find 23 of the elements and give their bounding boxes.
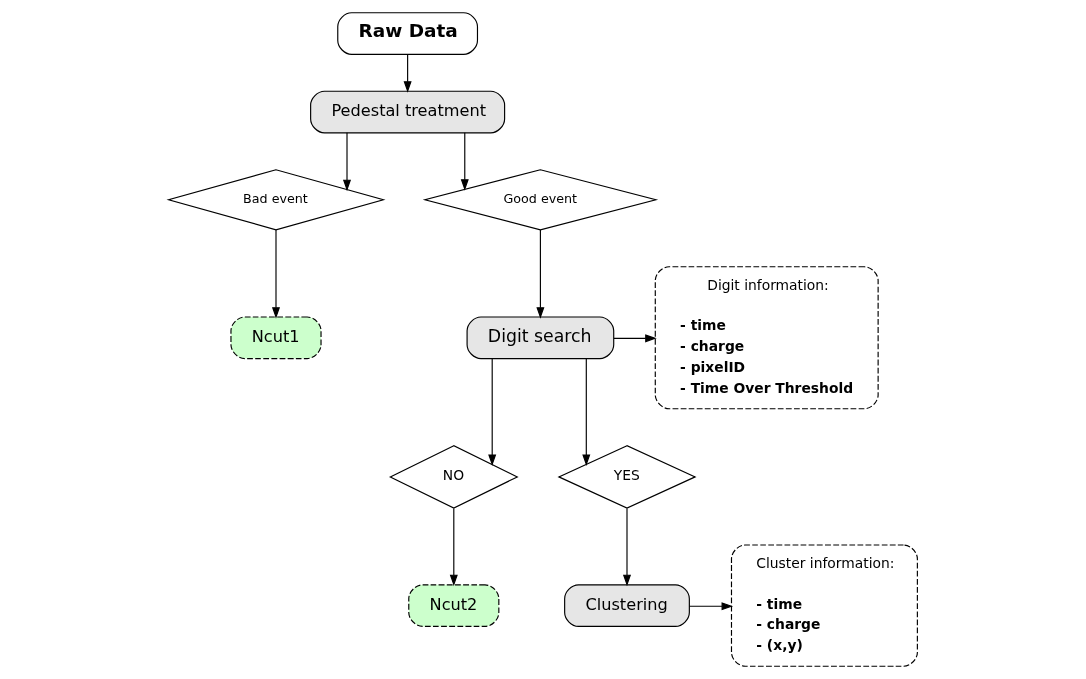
arrow	[342, 132, 352, 192]
node-box: Ncut1	[230, 316, 322, 360]
node-box: Raw Data	[337, 12, 479, 55]
node-box: Cluster information: - time - charge - (x,y)	[730, 544, 918, 667]
node-box: Digit information: - time - charge - pixelID - Time Over Threshold	[654, 266, 879, 410]
node-box: Ncut2	[408, 584, 500, 627]
node-box: Digit search	[466, 316, 615, 360]
arrow	[460, 132, 469, 191]
node-box: Clustering	[564, 584, 690, 627]
arrow	[536, 229, 545, 319]
node-diamond: Bad event	[166, 169, 386, 231]
node-diamond: YES	[557, 445, 697, 509]
arrow	[271, 229, 281, 319]
node-diamond: Good event	[422, 169, 659, 231]
arrow	[688, 602, 734, 611]
arrow	[613, 334, 657, 343]
arrow	[622, 507, 632, 587]
node-box: Pedestal treatment	[310, 90, 506, 134]
arrow	[449, 507, 458, 587]
arrow	[582, 358, 591, 466]
arrow	[488, 358, 497, 466]
arrow	[403, 54, 412, 93]
node-diamond: NO	[389, 445, 519, 509]
